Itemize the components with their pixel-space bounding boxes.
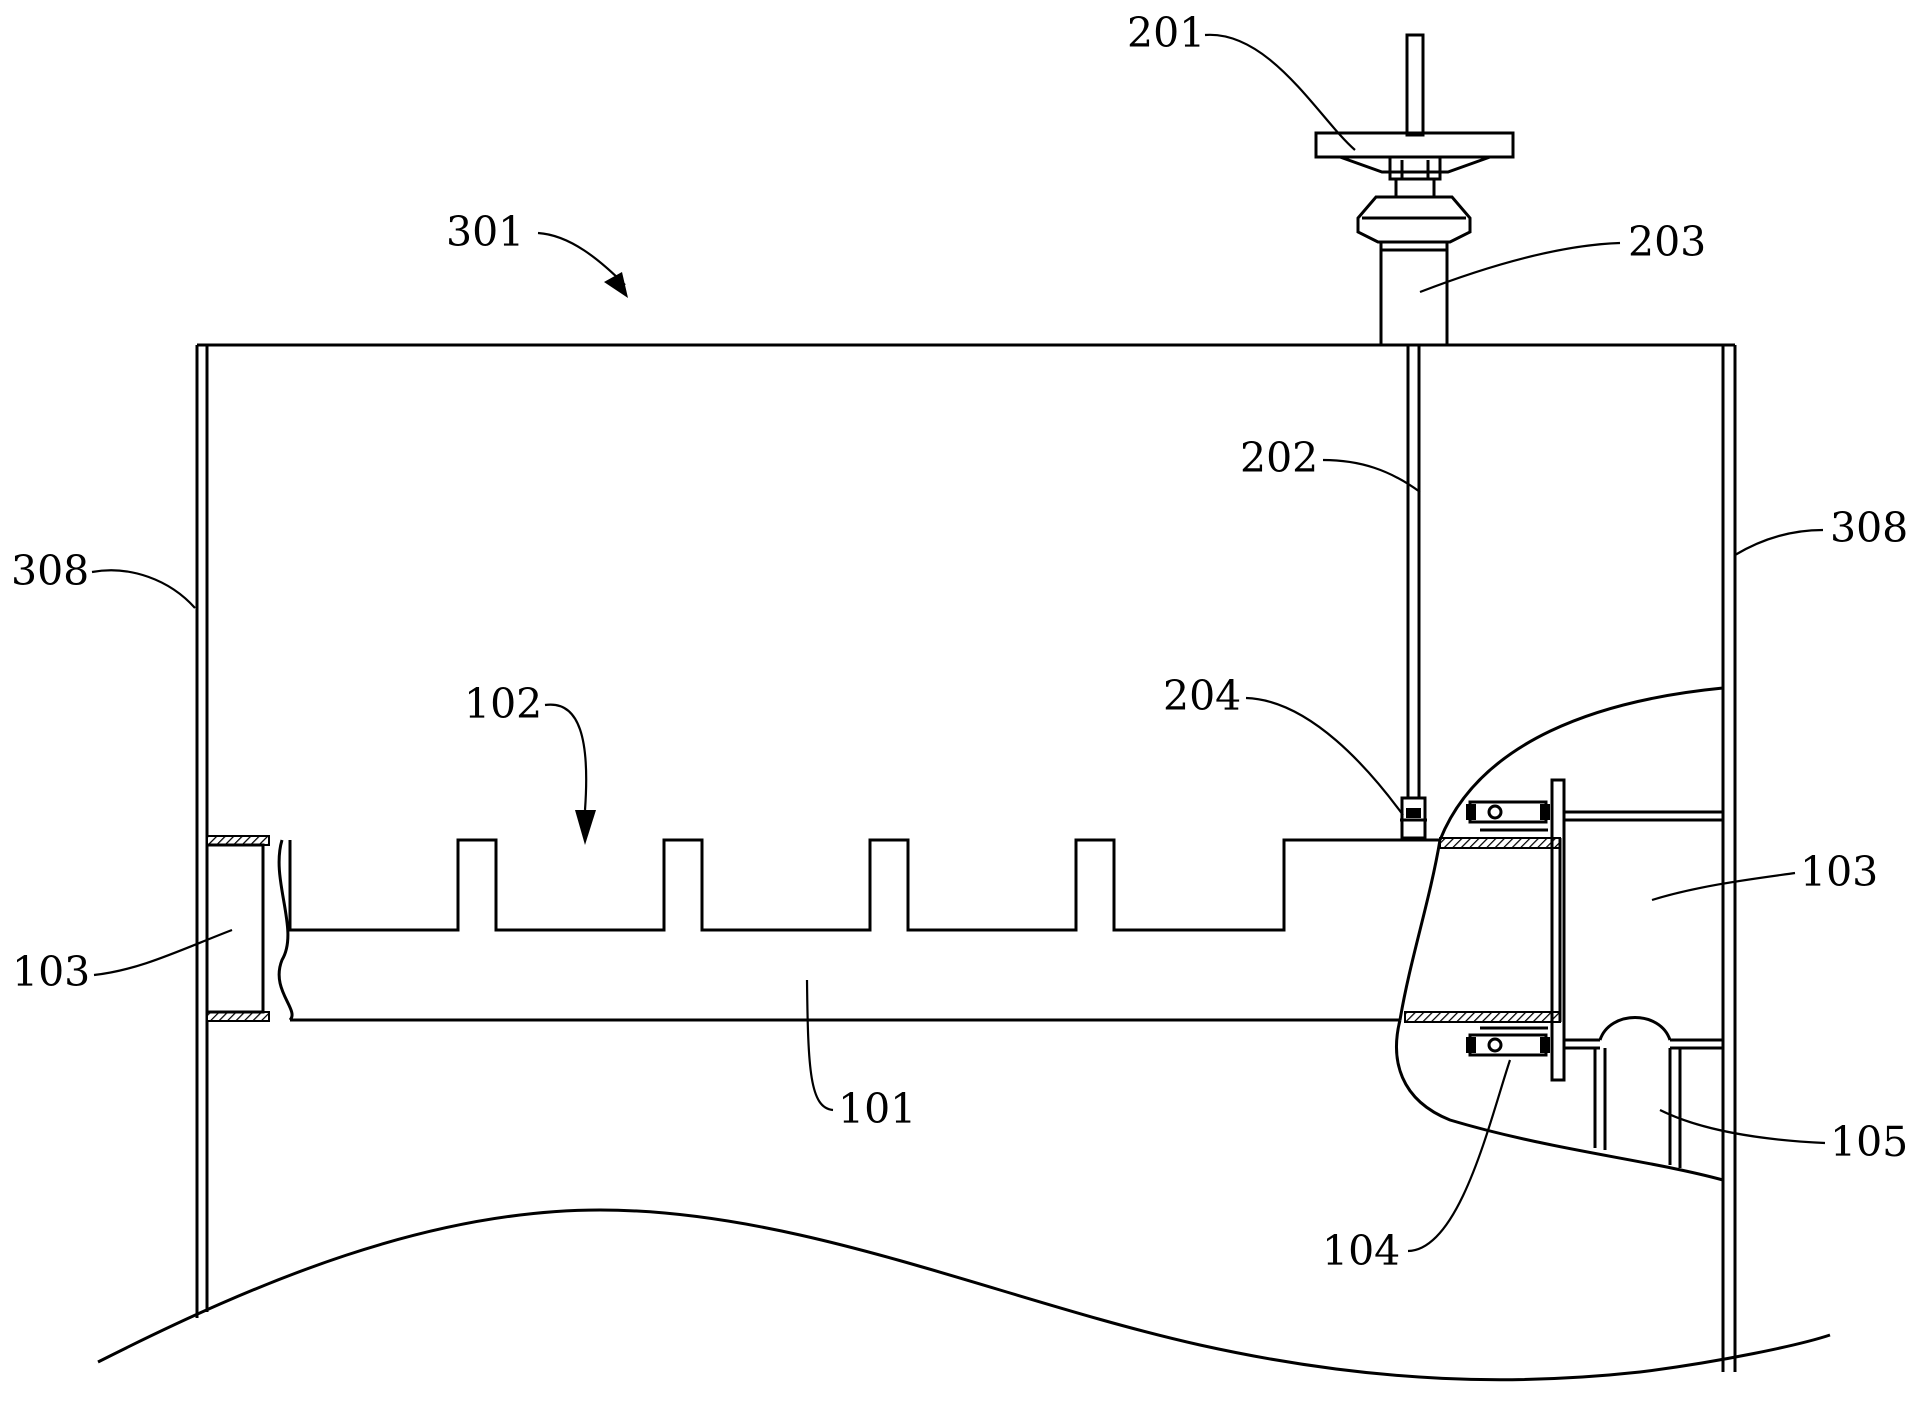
- bolt-top-nut-right: [1540, 804, 1550, 820]
- pipe-right-break: [1398, 839, 1442, 1021]
- label-101: 101: [838, 1085, 916, 1133]
- bolt-top-body: [1468, 800, 1548, 824]
- label-301: 301: [446, 208, 524, 256]
- leader-lines: [91, 33, 1826, 1253]
- cutaway-boundary: [1395, 686, 1724, 1182]
- bolt-group-top: [1466, 800, 1550, 832]
- leader-202: [1322, 458, 1421, 493]
- label-308-right: 308: [1830, 504, 1908, 552]
- label-204: 204: [1163, 672, 1241, 720]
- pipe-slotted-top: [288, 838, 1440, 932]
- arrow-102: [575, 810, 596, 845]
- actuator-assembly: [1314, 33, 1515, 347]
- leader-308-left: [91, 569, 196, 609]
- break-line-bottom: [97, 1208, 1831, 1382]
- bolt-bottom-nut-left: [1466, 1037, 1476, 1053]
- leader-104: [1407, 1059, 1512, 1253]
- handwheel-hub: [1339, 155, 1491, 174]
- connector-body: [1400, 796, 1427, 840]
- valve-body-203: [1379, 240, 1449, 347]
- bolt-top-washer: [1487, 804, 1503, 820]
- label-104: 104: [1322, 1227, 1400, 1275]
- leader-308-right: [1734, 528, 1824, 556]
- label-103-left: 103: [12, 948, 90, 996]
- bolt-bottom-nut-right: [1540, 1037, 1550, 1053]
- label-202: 202: [1240, 434, 1318, 482]
- housing: [97, 343, 1831, 1382]
- leader-301: [537, 231, 626, 286]
- leader-102: [544, 703, 588, 811]
- label-103-right: 103: [1800, 848, 1878, 896]
- hub-block: [1388, 155, 1442, 181]
- pipe-101: [205, 835, 1562, 1023]
- arch-105: [1598, 1016, 1672, 1041]
- bolt-group-bottom: [1466, 1026, 1550, 1057]
- label-105: 105: [1830, 1118, 1908, 1166]
- cutaway-section: [1395, 686, 1724, 1182]
- inner-pipe-bottom-hatch: [1404, 1011, 1561, 1023]
- label-203: 203: [1628, 218, 1706, 266]
- leader-103-right: [1651, 871, 1796, 902]
- leader-101: [805, 979, 834, 1112]
- leader-201: [1204, 33, 1356, 151]
- leader-204: [1245, 696, 1404, 816]
- label-102: 102: [464, 680, 542, 728]
- inner-pipe-top-hatch: [1439, 837, 1561, 849]
- reference-labels: 201 203 301 202 308 308 102 204 103 103 …: [11, 9, 1908, 1275]
- handwheel: [1314, 131, 1515, 159]
- bolt-top-nut-left: [1466, 804, 1476, 820]
- arrow-301: [604, 272, 628, 298]
- label-308-left: 308: [11, 547, 89, 595]
- flange-plate: [1550, 778, 1566, 1082]
- pipe-left-break: [277, 839, 294, 1022]
- bolt-bottom-washer: [1487, 1037, 1503, 1053]
- leader-103-left: [93, 928, 233, 977]
- hub-neck: [1394, 177, 1436, 199]
- stem-202: [1406, 345, 1421, 798]
- spindle-top: [1405, 33, 1425, 137]
- left-end-plate-103: [205, 843, 265, 1014]
- leader-105: [1659, 1109, 1826, 1145]
- connector-204: [1400, 796, 1427, 840]
- label-201: 201: [1127, 9, 1205, 57]
- bolt-bottom-body: [1468, 1033, 1548, 1057]
- connector-bolt: [1406, 808, 1421, 818]
- leader-203: [1419, 241, 1621, 294]
- bonnet: [1356, 195, 1472, 244]
